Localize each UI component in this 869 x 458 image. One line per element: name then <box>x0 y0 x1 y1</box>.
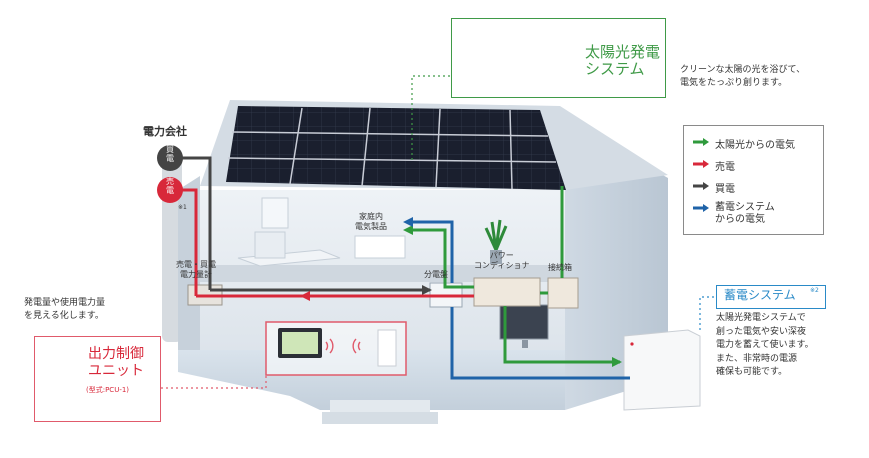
dark-arrow-icon <box>693 182 709 190</box>
power-company-title: 電力会社 <box>143 125 187 138</box>
sell-power-lines <box>180 188 474 301</box>
solar-power-lines <box>403 186 622 367</box>
power-conditioner-device <box>473 277 541 307</box>
roof-solar-panels <box>226 106 566 190</box>
solar-title: 太陽光発電 システム <box>585 43 661 79</box>
storage-title: 蓄電システム <box>724 288 796 302</box>
storage-note: ※2 <box>810 287 819 294</box>
legend-label: 蓄電システム からの電気 <box>715 202 775 225</box>
storage-battery-device <box>623 329 701 411</box>
sell-circle-label: 売電 <box>166 177 174 195</box>
solar-description: クリーンな太陽の光を浴びて、 電気をたっぷり創ります。 <box>680 65 806 89</box>
blue-arrow-icon <box>693 204 709 212</box>
legend-label: 買電 <box>715 184 735 195</box>
power-company-note: ※1 <box>178 204 187 211</box>
control-unit-model: (型式:PCU-1) <box>86 386 130 394</box>
storage-description: 太陽光発電システムで 創った電気や安い深夜 電力を蓄えて使います。 また、非常時… <box>716 313 814 377</box>
power-conditioner-label: パワー コンディショナ <box>474 251 530 270</box>
solar-system-box <box>451 18 666 98</box>
legend-label: 太陽光からの電気 <box>715 140 795 151</box>
buy-circle <box>157 145 183 171</box>
distribution-board-label: 分電盤 <box>424 270 448 279</box>
appliances-device <box>354 235 406 259</box>
red-arrow-icon <box>693 160 709 168</box>
legend: 太陽光からの電気 売電 買電 蓄電システム からの電気 <box>683 125 824 235</box>
junction-box-label: 接続箱 <box>548 263 572 272</box>
floor-slab <box>178 265 565 282</box>
legend-label: 売電 <box>715 162 735 173</box>
control-unit-box <box>34 336 161 422</box>
storage-power-lines <box>403 217 630 380</box>
buy-power-lines <box>180 156 432 295</box>
appliances-label: 家庭内 電気製品 <box>355 212 387 231</box>
meter-label: 売電・買電 電力量計 <box>176 260 216 279</box>
legend-item-sell: 売電 <box>692 158 735 173</box>
legend-item-solar: 太陽光からの電気 <box>692 136 795 151</box>
monitor-description: 発電量や使用電力量 を見える化します。 <box>24 298 106 322</box>
legend-item-storage: 蓄電システム からの電気 <box>692 202 775 226</box>
storage-system-box <box>716 285 826 309</box>
legend-item-buy: 買電 <box>692 180 735 195</box>
junction-box-device <box>547 277 579 309</box>
green-arrow-icon <box>693 138 709 146</box>
control-unit-title: 出力制御 ユニット <box>88 346 144 379</box>
sell-circle <box>157 177 183 203</box>
buy-circle-label: 買電 <box>166 145 174 163</box>
